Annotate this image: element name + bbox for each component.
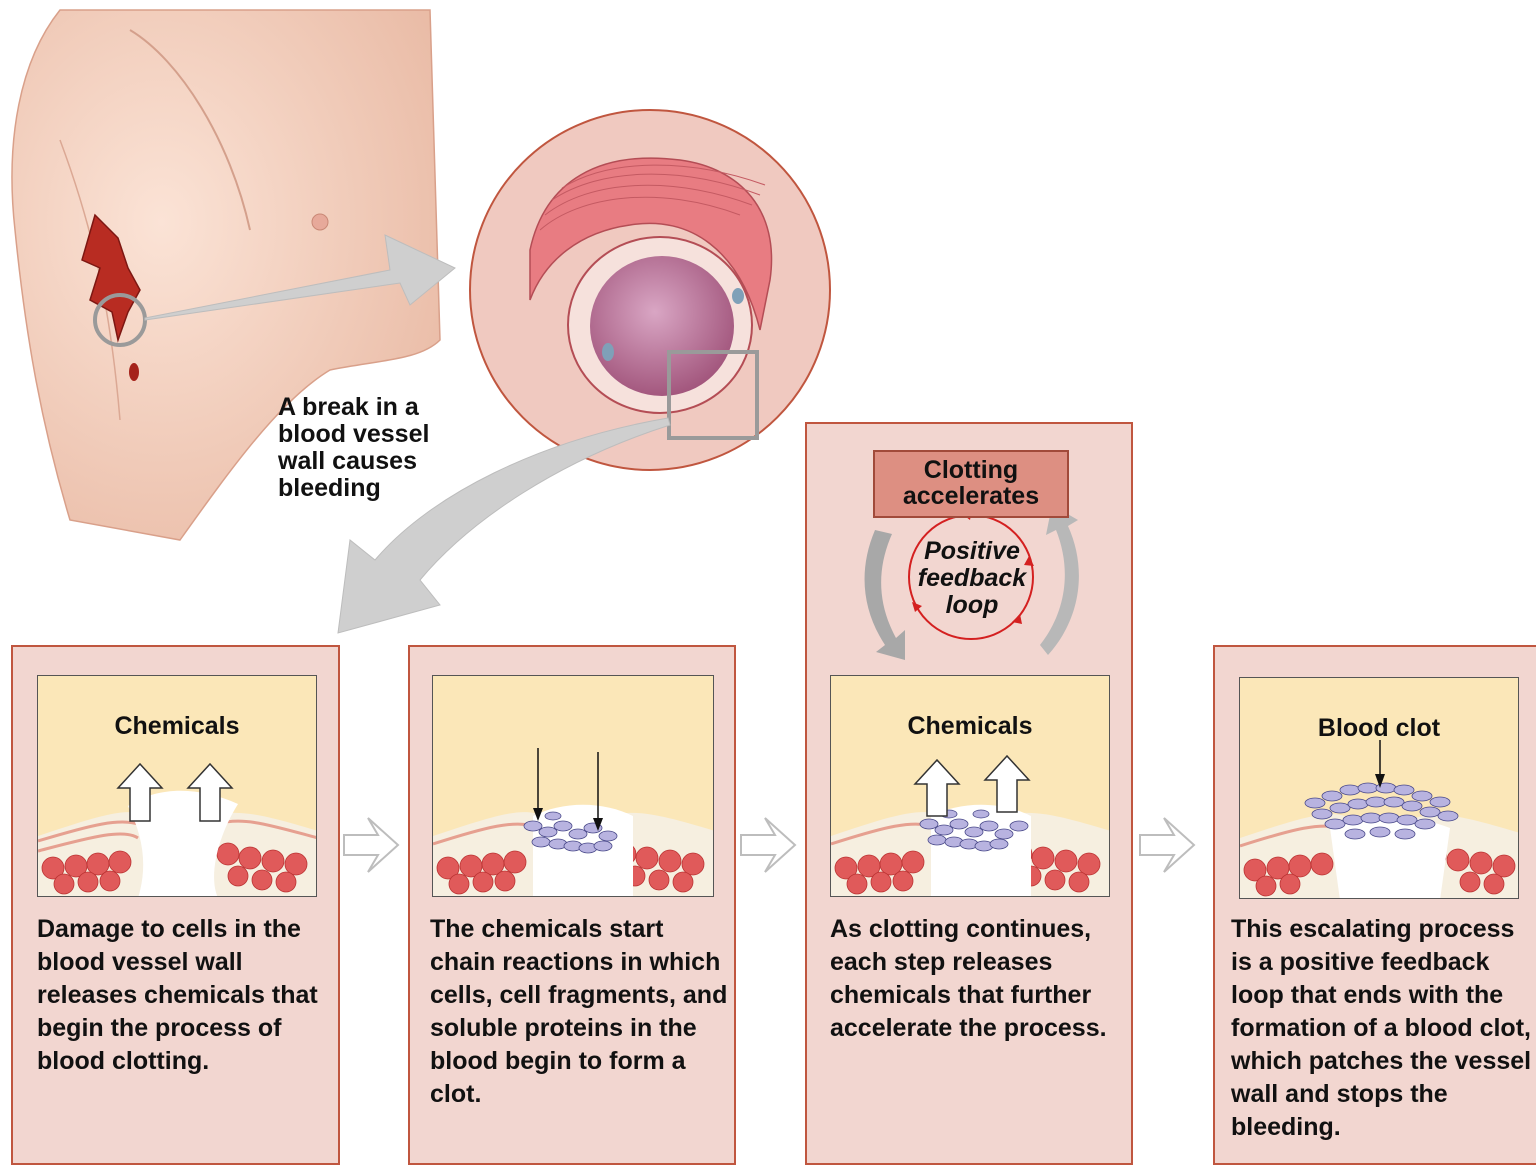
nipple-icon [312,214,328,230]
step-3-tissue-illustration [831,676,1110,897]
step-2-inset [432,675,714,897]
step-4-inset: Blood clot [1239,677,1519,899]
step-4-panel: Blood clot This escalating process is a … [1213,645,1536,1165]
step-2-tissue-illustration [433,676,714,897]
step-3-inset: Chemicals [830,675,1110,897]
step-1-inset-label: Chemicals [38,712,316,741]
step-4-inset-label: Blood clot [1240,714,1518,743]
step-3-caption: As clotting continues, each step release… [830,913,1130,1045]
step-1-panel: Chemicals Damage to cells in the blood v… [11,645,340,1165]
intro-caption: A break in a blood vessel wall causes bl… [278,394,478,502]
step-1-inset: Chemicals [37,675,317,897]
vessel-lumen [590,256,734,396]
step-4-tissue-illustration [1240,678,1519,899]
step-1-caption: Damage to cells in the blood vessel wall… [37,913,337,1078]
step-3-inset-label: Chemicals [831,712,1109,741]
positive-feedback-loop-label: Positive feedback loop [908,538,1036,619]
step-2-caption: The chemicals start chain reactions in w… [430,913,730,1111]
step-3-panel: Chemicals As clotting continues, each st… [805,422,1133,1165]
step-4-caption: This escalating process is a positive fe… [1231,913,1536,1144]
chemical-arrow-up-icon [985,756,1029,812]
chemical-arrow-up-icon [915,760,959,816]
clotting-accelerates-box: Clotting accelerates [873,450,1069,518]
step-2-panel: The chemicals start chain reactions in w… [408,645,736,1165]
step-1-tissue-illustration [38,676,317,897]
